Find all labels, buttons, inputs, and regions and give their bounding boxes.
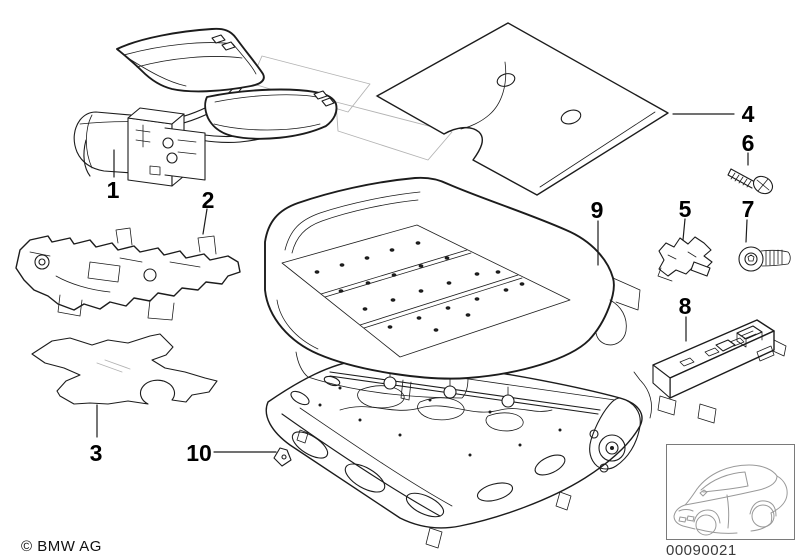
callout-7[interactable]: 7 (742, 196, 755, 222)
vehicle-thumbnail-box (666, 444, 795, 540)
part-8-module-bracket (652, 319, 787, 424)
callout-5[interactable]: 5 (679, 196, 692, 222)
callout-8[interactable]: 8 (679, 293, 692, 319)
part-7-bolt (738, 246, 791, 272)
part-5-clip (657, 236, 713, 282)
bmw-car-sketch-icon (673, 464, 788, 536)
part-10-seat-frame (265, 357, 652, 549)
flap-panel-front (204, 88, 338, 140)
callout-2[interactable]: 2 (202, 187, 215, 213)
leader-lines (96, 113, 749, 453)
flap-panel-rear (116, 27, 265, 93)
part-6-screw (727, 168, 774, 195)
callout-6[interactable]: 6 (742, 130, 755, 156)
part-2-carrier (15, 227, 241, 321)
callout-1[interactable]: 1 (107, 177, 120, 203)
callout-4[interactable]: 4 (742, 101, 755, 127)
part-9-seat-cushion (264, 176, 641, 401)
callout-10[interactable]: 10 (186, 440, 212, 466)
callout-9[interactable]: 9 (591, 197, 604, 223)
part-4-cover-mat (376, 22, 669, 196)
callouts: 1 2 3 4 5 6 7 8 9 10 (90, 101, 755, 466)
copyright-text: © BMW AG (21, 538, 102, 555)
callout-3[interactable]: 3 (90, 440, 103, 466)
part-1-drive-unit (73, 107, 206, 187)
part-3-felt-pad (31, 333, 218, 405)
image-number: 00090021 (666, 542, 737, 559)
